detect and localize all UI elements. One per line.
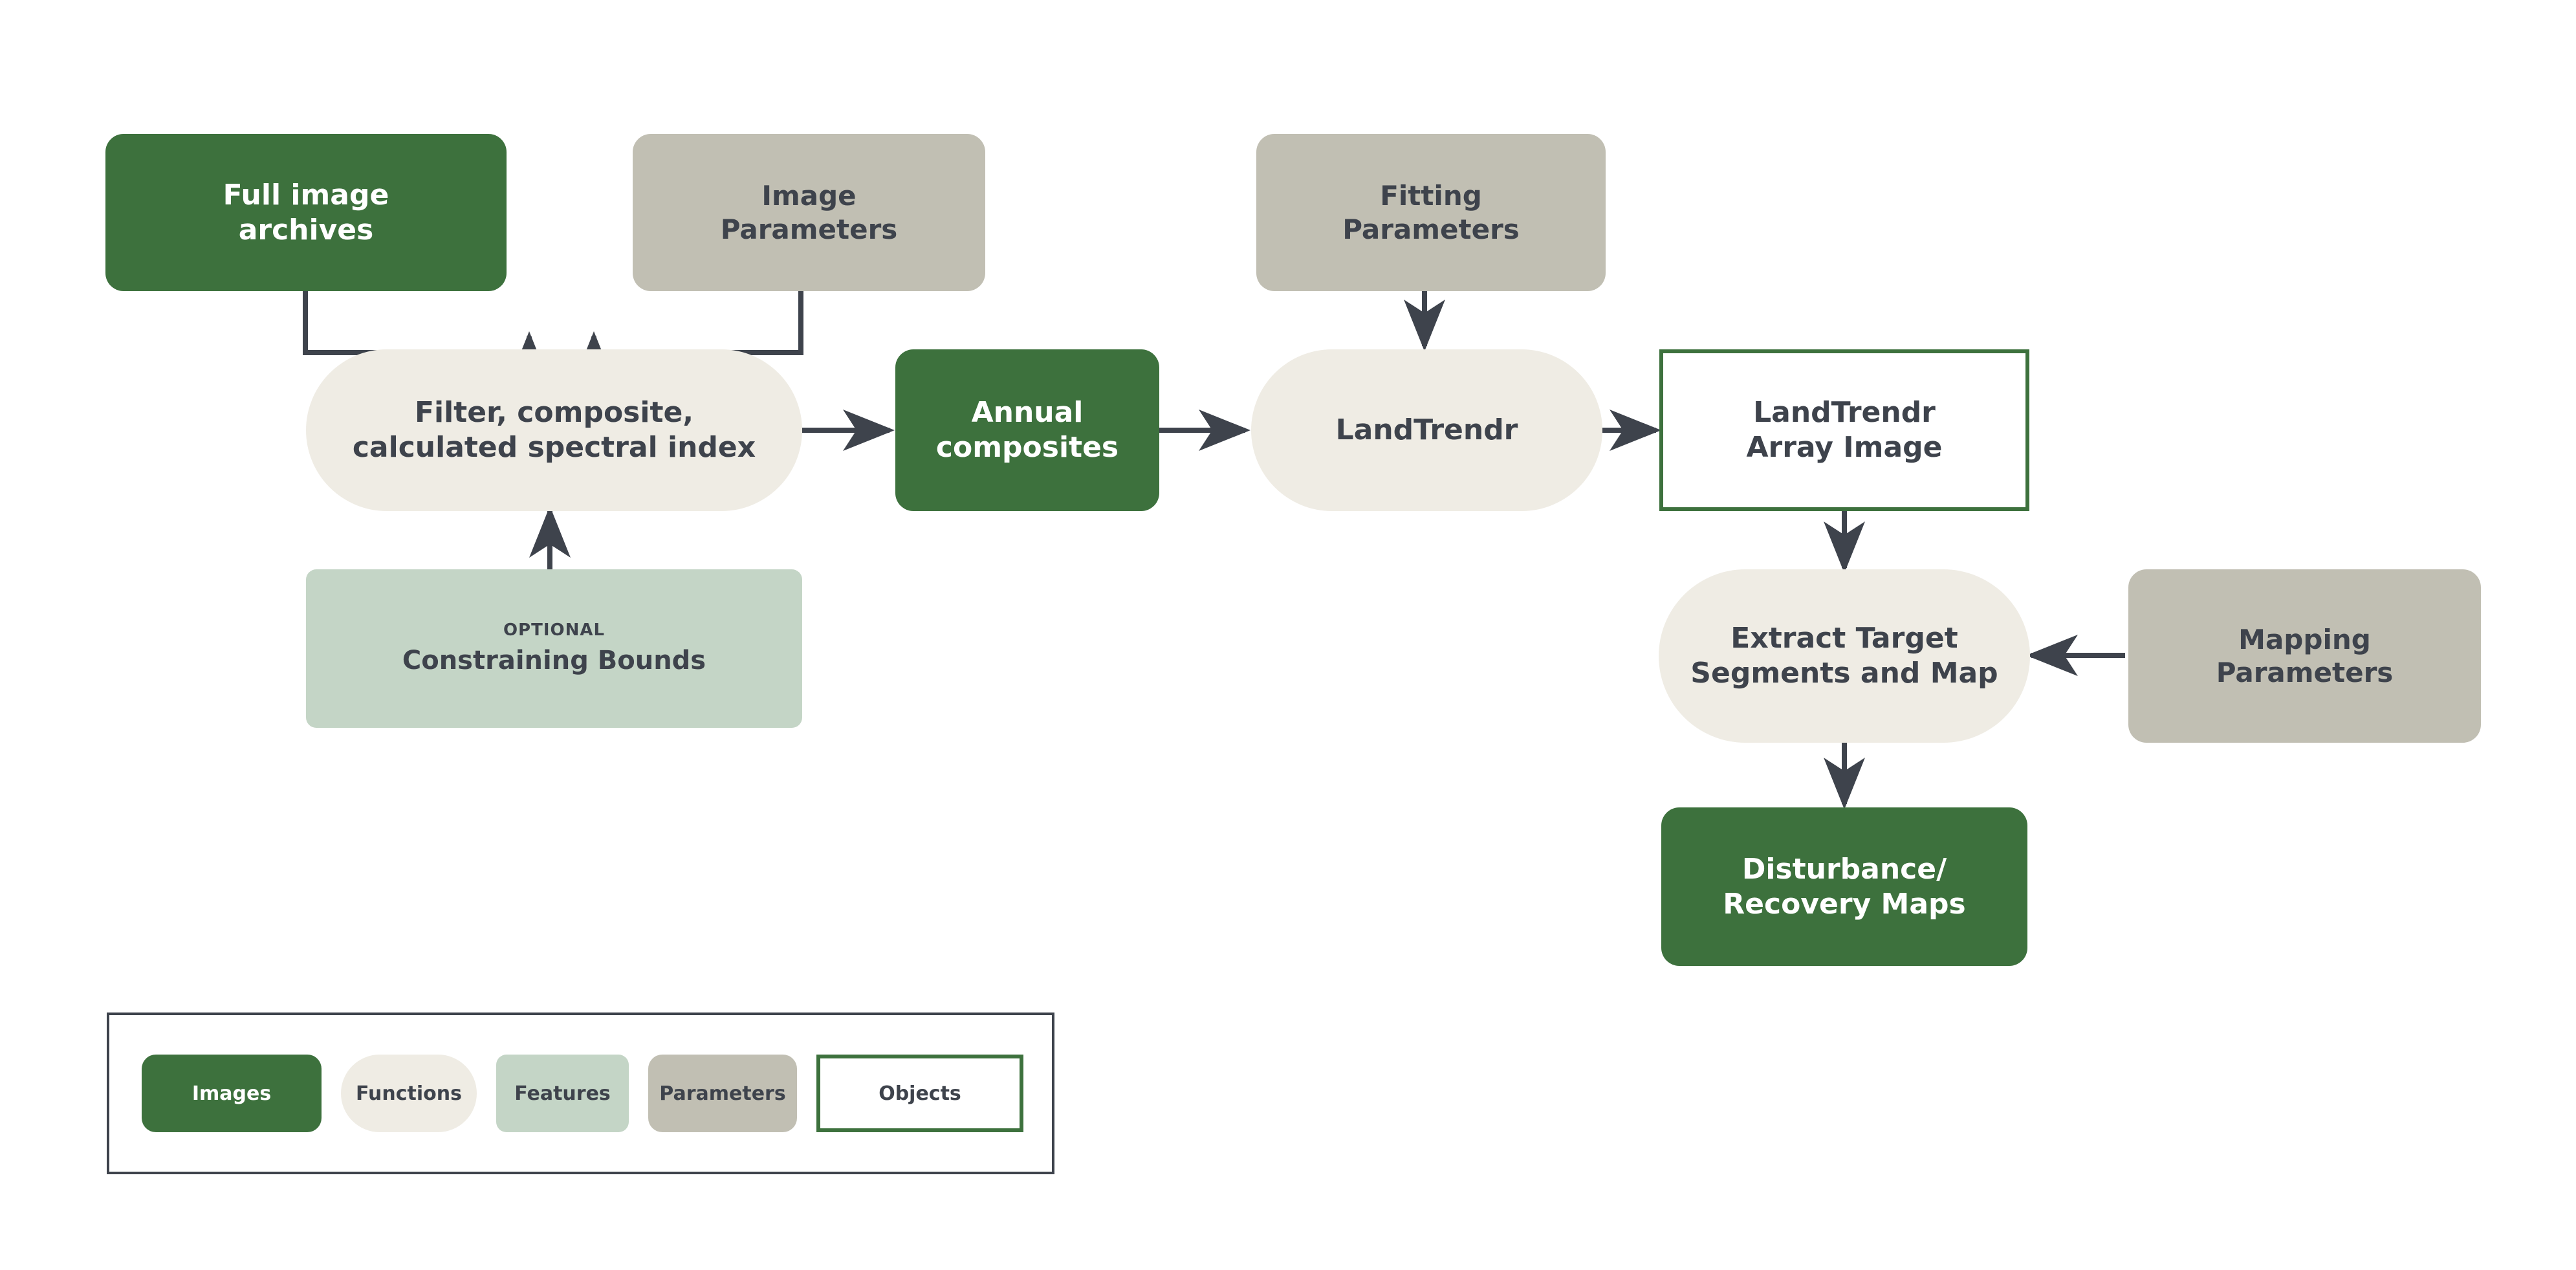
node-label: Annual composites	[935, 396, 1119, 464]
legend-label: Parameters	[659, 1082, 786, 1105]
node-annual-composites[interactable]: Annual composites	[895, 349, 1159, 511]
node-filter-composite[interactable]: Filter, composite, calculated spectral i…	[306, 349, 802, 511]
node-mapping-parameters[interactable]: Mapping Parameters	[2128, 569, 2481, 743]
node-label: Constraining Bounds	[402, 645, 706, 675]
node-full-image-archives[interactable]: Full image archives	[105, 134, 507, 291]
node-landtrendr[interactable]: LandTrendr	[1251, 349, 1602, 511]
legend-item-parameters[interactable]: Parameters	[648, 1055, 797, 1132]
node-label: Extract Target Segments and Map	[1690, 622, 1998, 690]
node-extract-target-segments[interactable]: Extract Target Segments and Map	[1659, 569, 2030, 743]
legend-label: Features	[514, 1082, 611, 1105]
node-label: Mapping Parameters	[2216, 623, 2394, 688]
node-disturbance-recovery-maps[interactable]: Disturbance/ Recovery Maps	[1661, 807, 2027, 966]
edge-archives-to-filter	[303, 291, 550, 383]
node-label: LandTrendr	[1335, 413, 1518, 447]
legend-panel: Images Functions Features Parameters Obj…	[107, 1013, 1054, 1174]
edge-imageparams-to-filter	[573, 291, 803, 383]
node-label: Image Parameters	[720, 180, 898, 245]
node-constraining-bounds[interactable]: OPTIONAL Constraining Bounds	[306, 569, 802, 728]
legend-item-images[interactable]: Images	[142, 1055, 322, 1132]
node-landtrendr-array-image[interactable]: LandTrendr Array Image	[1659, 349, 2029, 511]
node-label: Disturbance/ Recovery Maps	[1723, 852, 1966, 921]
legend-label: Objects	[879, 1082, 961, 1105]
legend-label: Images	[191, 1082, 272, 1105]
node-image-parameters[interactable]: Image Parameters	[633, 134, 985, 291]
node-label: Full image archives	[223, 178, 389, 246]
optional-tag: OPTIONAL	[503, 620, 606, 640]
node-label: LandTrendr Array Image	[1746, 396, 1943, 464]
legend-item-objects[interactable]: Objects	[816, 1055, 1023, 1132]
legend-item-features[interactable]: Features	[496, 1055, 629, 1132]
legend-items: Images Functions Features Parameters Obj…	[109, 1015, 1052, 1172]
node-fitting-parameters[interactable]: Fitting Parameters	[1256, 134, 1606, 291]
node-label: Filter, composite, calculated spectral i…	[352, 396, 756, 464]
node-label: Fitting Parameters	[1342, 180, 1520, 245]
legend-item-functions[interactable]: Functions	[341, 1055, 477, 1132]
legend-label: Functions	[356, 1082, 462, 1105]
